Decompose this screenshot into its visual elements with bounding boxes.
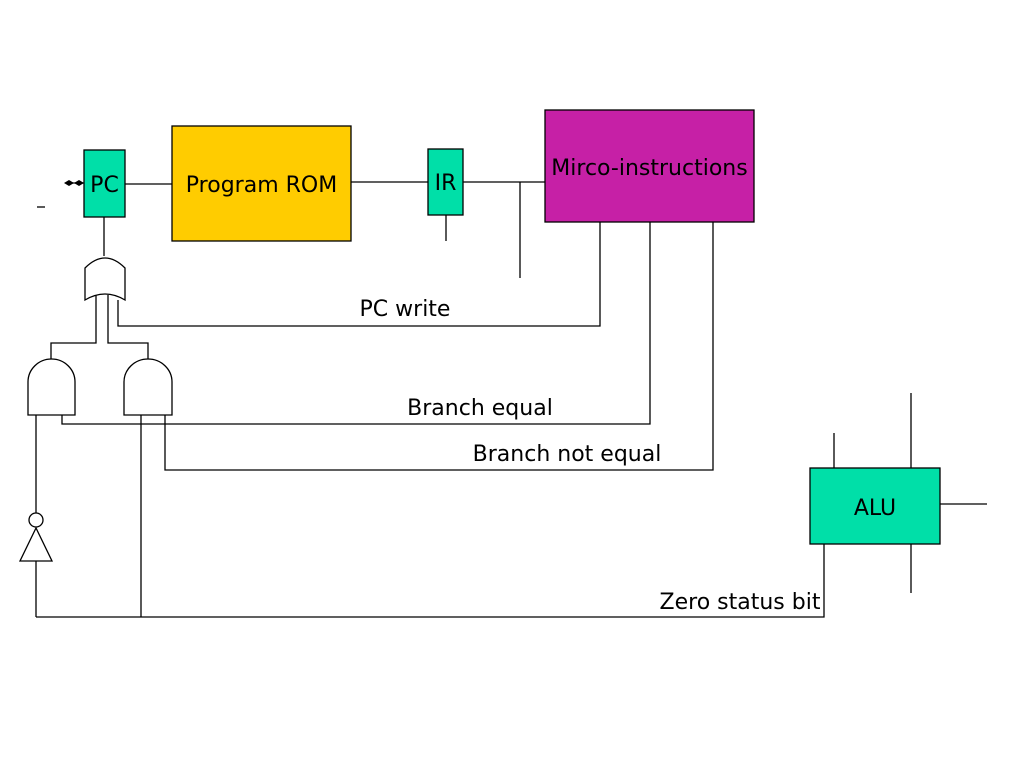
ir-box	[427, 148, 464, 216]
and-gate-right	[123, 358, 173, 416]
program-rom-block: Program ROM	[171, 125, 352, 242]
or-to-and-left	[50, 295, 97, 360]
branch-not-equal-wire	[164, 222, 714, 471]
pc-input-arrow	[37, 180, 84, 208]
alu-label: ALU	[854, 496, 896, 521]
or-to-and-right	[107, 295, 149, 360]
pc-label: PC	[90, 173, 119, 198]
inverter-triangle	[18, 526, 54, 562]
alu-box	[809, 467, 941, 545]
pc-write-wire	[117, 222, 601, 327]
ir-label: IR	[435, 171, 457, 196]
and-gate-left	[27, 358, 76, 416]
zero-status-label: Zero status bit	[660, 590, 821, 615]
branch-not-equal-label: Branch not equal	[473, 442, 662, 467]
inverter-bubble	[28, 512, 44, 528]
program-rom-label: Program ROM	[186, 173, 337, 198]
pc-write-label: PC write	[360, 297, 451, 322]
zero-status-wire	[36, 544, 825, 618]
pc-block: PC	[83, 149, 126, 218]
program-rom-box	[171, 125, 352, 242]
or-gate	[84, 257, 126, 302]
alu-block: ALU	[809, 393, 987, 593]
micro-instructions-block: Mirco-instructions	[544, 109, 755, 223]
ir-block: IR	[427, 148, 464, 216]
micro-instructions-box	[544, 109, 755, 223]
micro-instructions-label: Mirco-instructions	[551, 156, 747, 181]
branch-equal-wire	[61, 222, 651, 425]
branch-equal-label: Branch equal	[407, 396, 553, 421]
